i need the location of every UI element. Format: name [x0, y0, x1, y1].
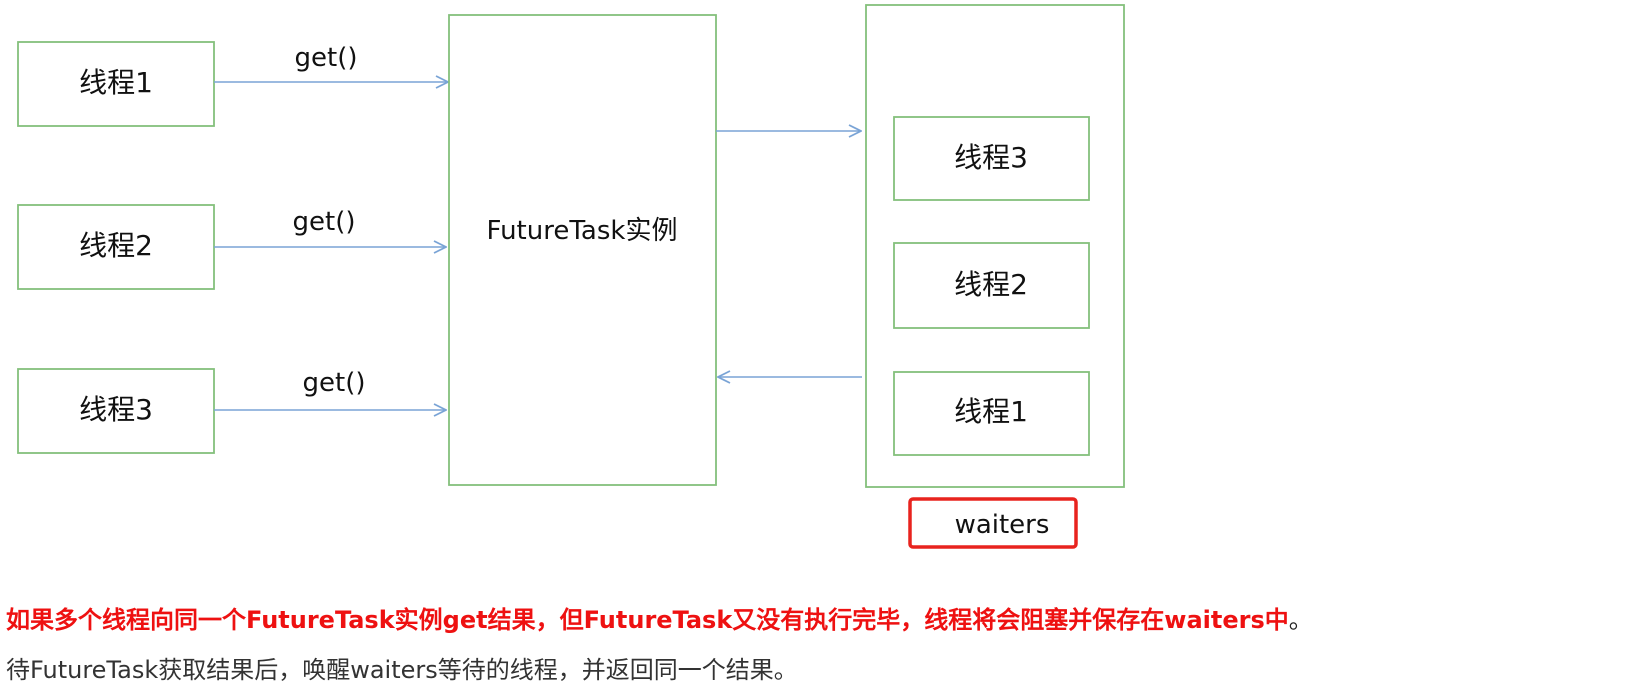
- left-thread-box-3: [17, 368, 215, 454]
- plain-note: 待FutureTask获取结果后，唤醒waiters等待的线程，并返回同一个结果…: [6, 650, 798, 685]
- left-thread-label-2: 线程2: [79, 229, 153, 262]
- highlight-note-text: 如果多个线程向同一个FutureTask实例get结果，但FutureTask又…: [6, 606, 1289, 634]
- waiter-thread-box-1: [893, 116, 1090, 201]
- waiter-thread-label-2: 线程2: [954, 268, 1028, 301]
- waiters-label-highlight: [908, 497, 1078, 549]
- left-thread-label-1: 线程1: [79, 66, 153, 99]
- plain-note-text: 待FutureTask获取结果后，唤醒waiters等待的线程，并返回同一个结果…: [6, 656, 798, 684]
- waiter-thread-label-3: 线程1: [954, 395, 1028, 428]
- waiter-thread-box-2: [893, 242, 1090, 329]
- highlight-note-end: 。: [1288, 606, 1313, 634]
- get-call-label-1: get(): [295, 43, 358, 73]
- left-thread-box-2: [17, 204, 215, 290]
- futuretask-box: [448, 14, 717, 486]
- futuretask-label: FutureTask实例: [487, 216, 678, 246]
- get-call-label-3: get(): [303, 368, 366, 398]
- highlight-note: 如果多个线程向同一个FutureTask实例get结果，但FutureTask又…: [6, 600, 1313, 635]
- left-thread-box-1: [17, 41, 215, 127]
- get-call-label-2: get(): [293, 207, 356, 237]
- waiters-label: waiters: [955, 510, 1050, 540]
- waiter-thread-label-1: 线程3: [954, 141, 1028, 174]
- left-thread-label-3: 线程3: [79, 393, 153, 426]
- waiter-thread-box-3: [893, 371, 1090, 456]
